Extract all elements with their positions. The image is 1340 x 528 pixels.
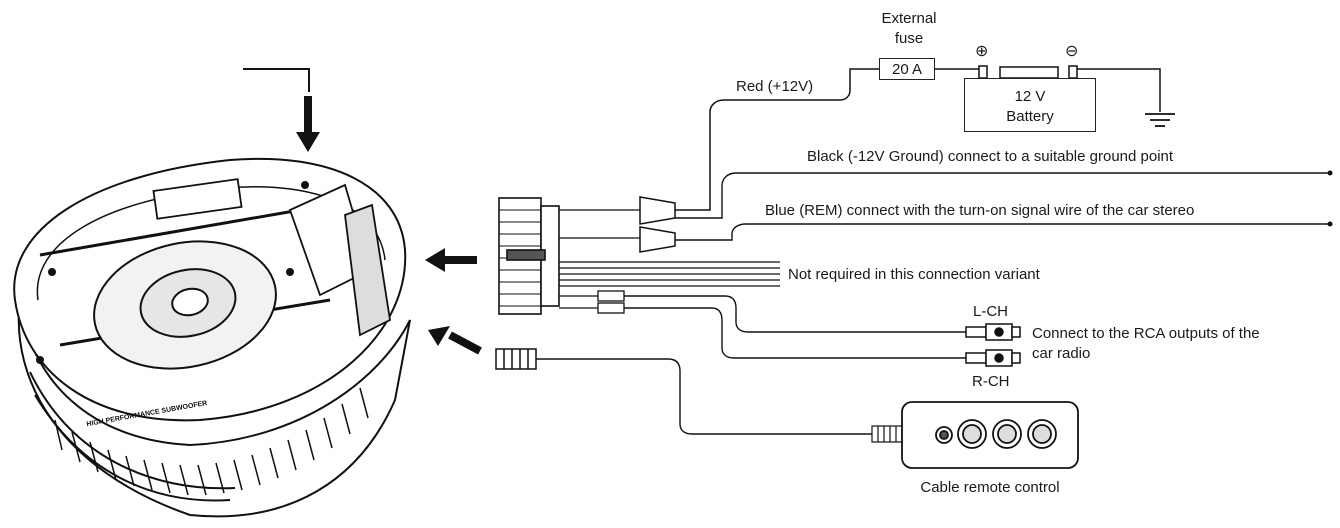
down-arrow-icon (296, 96, 320, 152)
rca-jack-right (965, 349, 1021, 367)
remote-label: Cable remote control (920, 479, 1060, 496)
rca-note-line2: car radio (1032, 345, 1091, 362)
not-required-label: Not required in this connection variant (788, 266, 1040, 283)
battery-label: Battery (1006, 108, 1054, 125)
blue-wire (675, 223, 1330, 241)
remote-cable (536, 358, 872, 435)
black-wire (675, 172, 1330, 219)
black-wire-label: Black (-12V Ground) connect to a suitabl… (807, 148, 1174, 165)
remote-cable-plug (495, 348, 537, 370)
fuse-title-line1: External (881, 10, 937, 27)
rca-right-label: R-CH (972, 373, 1010, 390)
rca-left-label: L-CH (973, 303, 1009, 320)
battery-box (964, 78, 1096, 132)
allen-key (243, 68, 310, 92)
battery-voltage: 12 V (1014, 88, 1046, 105)
remote-strain-relief (871, 425, 903, 443)
subwoofer-unit (13, 157, 411, 518)
arrow-left-icon-power (425, 248, 477, 272)
harness-inline-plug-1 (639, 196, 676, 253)
rca-note-line1: Connect to the RCA outputs of the (1032, 325, 1260, 342)
red-wire (675, 68, 879, 211)
battery-terminals (978, 65, 1078, 79)
red-wire-label: Red (+12V) (736, 78, 814, 95)
battery-positive-icon: ⊕ (975, 43, 989, 60)
black-wire-end (1327, 170, 1333, 176)
power-harness-connector (498, 197, 560, 315)
battery-negative-icon: ⊖ (1065, 43, 1079, 60)
ground-symbol-icon (1145, 113, 1175, 127)
rca-jack-left (965, 323, 1021, 341)
cable-remote-control (901, 401, 1079, 469)
blue-wire-label: Blue (REM) connect with the turn-on sign… (765, 202, 1195, 219)
fuse-rating-box: 20 A (879, 58, 935, 80)
fuse-rating: 20 A (891, 60, 923, 78)
blue-wire-end (1327, 221, 1333, 227)
fuse-title-line2: fuse (894, 30, 924, 47)
rca-wires (624, 295, 966, 359)
fuse-to-battery (935, 68, 984, 78)
arrow-left-icon-remote (428, 326, 482, 355)
harness-rca-plugs (597, 290, 625, 314)
harness-wires (559, 209, 780, 309)
